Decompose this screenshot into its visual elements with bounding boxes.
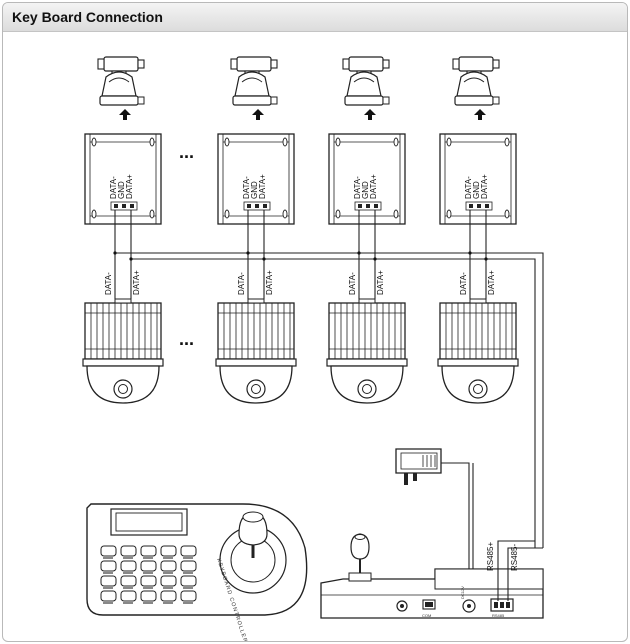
speed-dome-camera [437,298,519,404]
dome-label-data-plus: DATA+ [265,270,274,295]
keyboard-controller: KEYBOARD CONTROLLER [86,503,308,641]
ptz-camera [342,56,390,121]
decoder-label-data-plus: DATA+ [125,174,134,199]
decoder-label-data-minus: DATA- [353,176,362,199]
dome-label-data-minus: DATA- [104,272,113,295]
speed-dome-camera [215,298,297,404]
speed-dome-camera [326,298,408,404]
dome-label-data-plus: DATA+ [376,270,385,295]
decoder-label-data-plus: DATA+ [258,174,267,199]
port-label-com: COM [422,613,431,618]
dome-label-data-plus: DATA+ [132,270,141,295]
more-devices-ellipsis: ... [179,142,194,162]
speed-dome-camera [82,298,164,404]
dome-label-data-minus: DATA- [237,272,246,295]
decoder-label-data-minus: DATA- [109,176,118,199]
page-title: Key Board Connection [12,9,163,25]
port-label-rs: RS485 [492,613,505,618]
decoder-label-gnd: GND [117,181,126,199]
title-bar: Key Board Connection [3,3,627,32]
dome-label-data-minus: DATA- [459,272,468,295]
ptz-camera [97,56,145,121]
dome-label-data-minus: DATA- [348,272,357,295]
dome-label-data-plus: DATA+ [487,270,496,295]
decoder-label-data-minus: DATA- [242,176,251,199]
decoder-label-gnd: GND [472,181,481,199]
wire-junction-dots [113,251,488,261]
decoder-box [439,133,517,225]
more-devices-ellipsis: ... [179,329,194,349]
decoder-box [217,133,295,225]
rs485-plus-label: RS485+ [486,542,495,571]
decoder-label-gnd: GND [250,181,259,199]
ptz-camera [452,56,500,121]
rs485-minus-label: RS485- [510,544,519,571]
rs485-port-wiring [497,540,543,601]
decoder-box [328,133,406,225]
connection-diagram: DATA- GND DATA+ DATA- GND DATA+ DATA- GN… [82,56,544,641]
decoder-label-gnd: GND [361,181,370,199]
ptz-camera [230,56,278,121]
decoder-label-data-plus: DATA+ [480,174,489,199]
decoder-label-data-minus: DATA- [464,176,473,199]
port-label-dc: DC12V [460,586,465,599]
power-adapter [395,448,442,485]
decoder-label-data-plus: DATA+ [369,174,378,199]
keyboard-back-panel: COM DC12V RS485 [320,533,544,619]
decoder-box [84,133,162,225]
